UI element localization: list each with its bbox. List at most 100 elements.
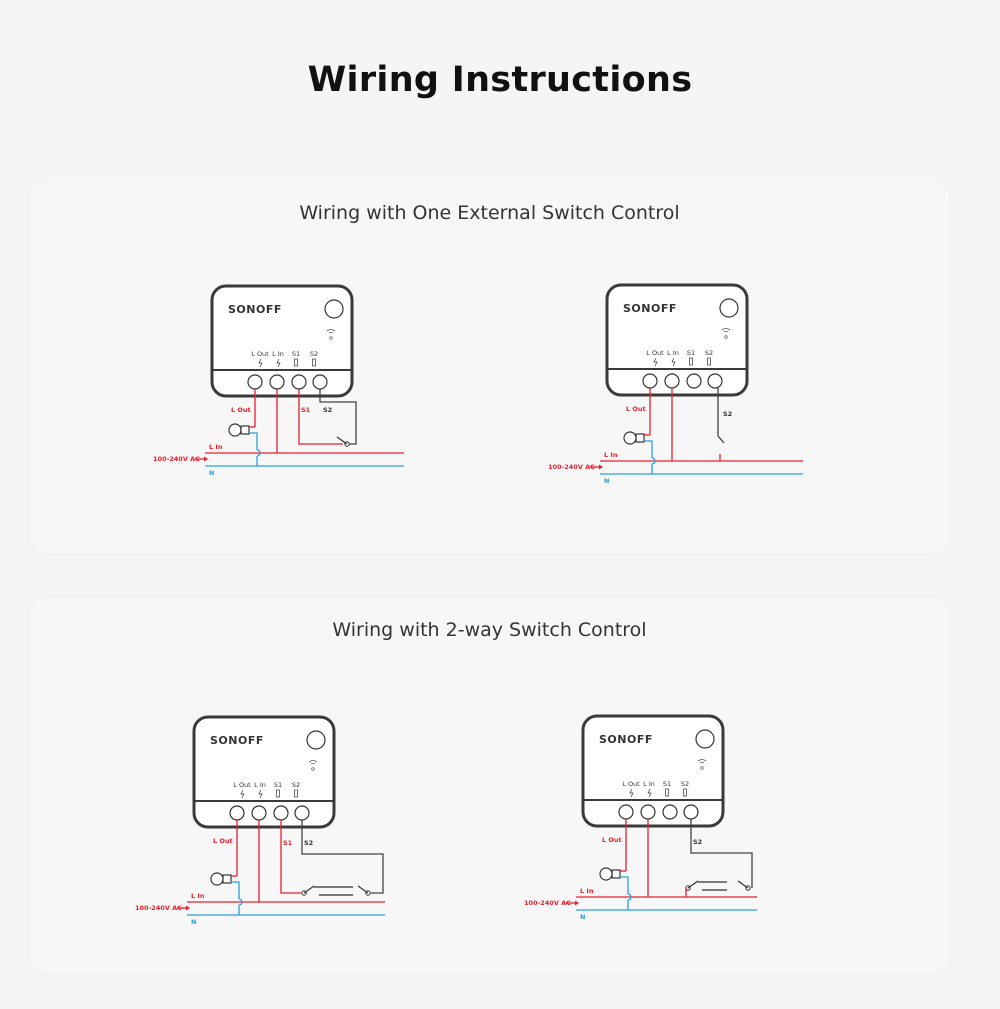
arrow-head-icon: [186, 905, 190, 911]
two-way-switch-b-lever: [737, 880, 749, 889]
switch-terminal-icon: [294, 789, 298, 798]
external-switch-lever: [336, 436, 348, 445]
switch-terminal-icon: [683, 788, 687, 797]
terminal-label: L In: [272, 350, 284, 358]
n-label: N: [604, 477, 609, 485]
arrow-head-icon: [204, 456, 208, 462]
bulb-icon: [623, 431, 637, 445]
terminal-label: S1: [274, 781, 282, 789]
terminal-label: S1: [292, 350, 300, 358]
s2-wire: [301, 820, 384, 894]
bulb-icon: [210, 872, 224, 886]
wire-hop: [238, 898, 243, 906]
l-out-label: L Out: [626, 405, 646, 413]
terminal-screw: [247, 374, 263, 390]
lightning-icon: [647, 788, 652, 798]
terminal-label: L Out: [233, 781, 251, 789]
pairing-button: [719, 298, 739, 318]
terminal-label: L Out: [622, 780, 640, 788]
supply-voltage-label: 100-240V AC: [524, 899, 571, 907]
terminal-screw: [642, 373, 658, 389]
terminal-screw: [662, 804, 678, 820]
lightning-icon: [276, 358, 281, 368]
brand-logo: SONOFF: [228, 303, 282, 316]
terminal-label: L In: [254, 781, 266, 789]
lightning-icon: [653, 357, 658, 367]
switch-terminal-icon: [312, 358, 316, 367]
l-in-label: L In: [191, 892, 205, 900]
terminal-screw: [294, 805, 310, 821]
supply-voltage-label: 100-240V AC: [153, 455, 200, 463]
bulb-base-icon: [240, 425, 250, 435]
l-out-label: L Out: [213, 837, 233, 845]
section-two-way: Wiring with 2-way Switch Control: [29, 597, 950, 974]
terminal-screw: [664, 373, 680, 389]
terminal-label: L In: [667, 349, 679, 357]
page-title: Wiring Instructions: [307, 60, 693, 100]
pairing-button: [324, 299, 344, 319]
terminal-screw: [707, 373, 723, 389]
terminal-screw: [640, 804, 656, 820]
s1-wire: [298, 389, 343, 445]
s2-label: S2: [323, 406, 332, 414]
arrow-head-icon: [599, 464, 603, 470]
terminal-screw: [251, 805, 267, 821]
brand-logo: SONOFF: [210, 734, 264, 747]
l-in-label: L In: [580, 887, 594, 895]
bulb-neutral-wire: [249, 432, 258, 450]
bulb-base-icon: [222, 874, 232, 884]
terminal-screw: [229, 805, 245, 821]
arrow-head-icon: [575, 900, 579, 906]
lightning-icon: [629, 788, 634, 798]
bulb-icon: [599, 867, 613, 881]
bulb-base-icon: [611, 869, 621, 879]
external-switch-lever: [717, 435, 725, 444]
s2-label: S2: [304, 839, 313, 847]
lightning-icon: [258, 789, 263, 799]
section-one-switch: Wiring with One External Switch Control: [29, 180, 950, 554]
lightning-icon: [240, 789, 245, 799]
wifi-icon: [326, 329, 336, 334]
s2-wire: [690, 819, 753, 888]
bulb-icon: [228, 423, 242, 437]
wire-hop: [256, 449, 261, 457]
device-body: [581, 714, 725, 828]
l-out-label: L Out: [231, 406, 251, 414]
terminal-label: L Out: [251, 350, 269, 358]
s2-label: S2: [723, 410, 732, 418]
terminal-label: S2: [292, 781, 300, 789]
switch-terminal-icon: [665, 788, 669, 797]
led-indicator: [724, 335, 728, 339]
led-indicator: [700, 766, 704, 770]
switch-terminal-icon: [294, 358, 298, 367]
pairing-button: [695, 729, 715, 749]
terminal-label: S1: [663, 780, 671, 788]
wire-hop: [627, 893, 632, 901]
switch-terminal-icon: [276, 789, 280, 798]
supply-voltage-label: 100-240V AC: [135, 904, 182, 912]
bulb-neutral-wire: [644, 440, 653, 458]
l-in-label: L In: [209, 443, 223, 451]
brand-logo: SONOFF: [623, 302, 677, 315]
device-body: [192, 715, 336, 829]
terminal-screw: [269, 374, 285, 390]
terminal-screw: [273, 805, 289, 821]
bulb-neutral-wire: [620, 876, 629, 894]
terminal-screw: [291, 374, 307, 390]
terminal-label: S2: [310, 350, 318, 358]
wifi-icon: [697, 759, 707, 764]
n-label: N: [209, 469, 214, 477]
terminal-label: L Out: [646, 349, 664, 357]
led-indicator: [311, 767, 315, 771]
bulb-neutral-wire: [231, 881, 240, 899]
lightning-icon: [671, 357, 676, 367]
s1-label: S1: [301, 406, 311, 414]
wire-hop: [651, 457, 656, 465]
section-title: Wiring with 2-way Switch Control: [332, 619, 647, 641]
l-out-label: L Out: [602, 836, 622, 844]
s1-wire: [280, 820, 301, 894]
two-way-switch-a-lever: [687, 880, 699, 889]
s2-label: S2: [693, 838, 702, 846]
